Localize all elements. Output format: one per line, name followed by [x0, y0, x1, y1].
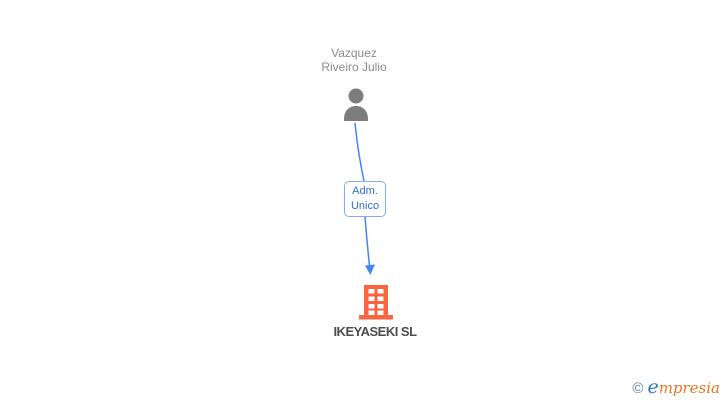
company-name[interactable]: IKEYASEKI SL	[333, 324, 417, 339]
arrowhead-icon	[365, 264, 375, 275]
person-icon[interactable]	[339, 87, 373, 121]
copyright-icon: ©	[632, 380, 644, 397]
brand-initial: e	[647, 376, 659, 398]
brand-wordmark: empresia	[647, 378, 720, 397]
link-label-to-company	[364, 216, 371, 267]
relationship-label[interactable]: Adm. Unico	[344, 181, 386, 217]
brand-rest: mpresia	[658, 379, 720, 397]
empresia-logo: © empresia	[632, 378, 720, 397]
link-person-to-label	[354, 122, 365, 182]
building-icon[interactable]	[358, 284, 394, 320]
person-name[interactable]: Vazquez Riveiro Julio	[321, 46, 387, 74]
